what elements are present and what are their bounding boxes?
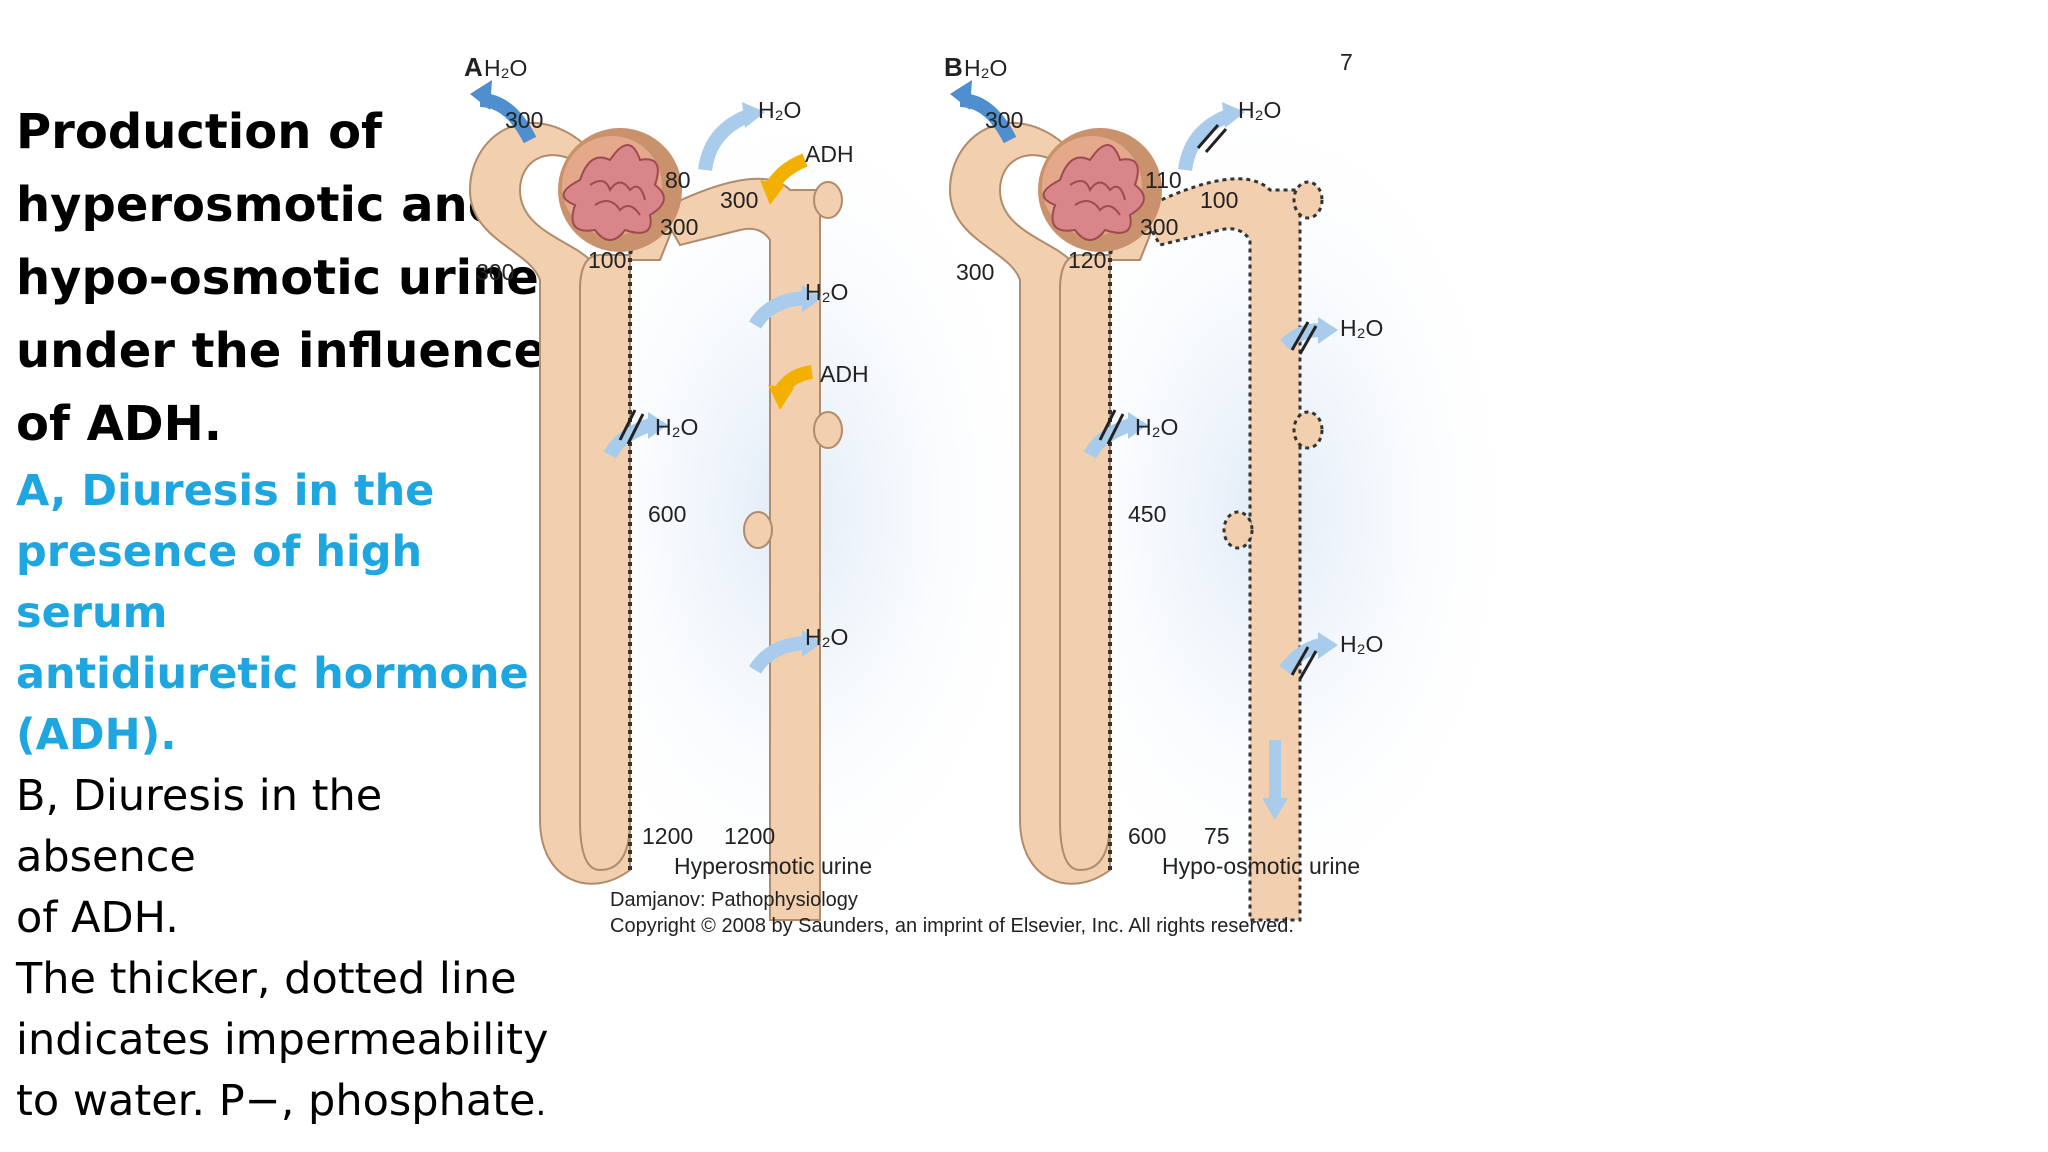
caption-line: indicates impermeability <box>16 1015 549 1065</box>
osmolality-value: 1200 <box>642 823 693 849</box>
adh-arrow-head <box>760 180 785 205</box>
caption-line: The thicker, dotted line <box>16 954 517 1004</box>
collecting-duct-branch <box>1222 510 1254 550</box>
caption-line: A, Diuresis in the <box>16 466 435 516</box>
title-line: of ADH. <box>16 396 222 452</box>
caption-line: antidiuretic hormone <box>16 649 529 699</box>
water-arrow <box>748 291 806 329</box>
panel-letter: A <box>464 52 483 82</box>
caption-line: (ADH). <box>16 710 177 760</box>
water-label: H₂O <box>1340 315 1383 341</box>
collecting-duct-branch <box>813 411 843 449</box>
block-marks <box>1290 646 1318 680</box>
collecting-duct-branch <box>1292 410 1324 450</box>
water-arrow <box>698 108 753 172</box>
blocked-water-arrow <box>1279 638 1322 675</box>
caption-note: The thicker, dotted line indicates imper… <box>16 949 556 1135</box>
osmolality-value: 300 <box>505 107 543 133</box>
collecting-duct-branch <box>813 181 843 219</box>
title-line: hyperosmotic and <box>16 177 503 233</box>
caption-line: to water. P−, phosphate. <box>16 1071 556 1135</box>
osmolality-value: 75 <box>1204 823 1230 849</box>
water-arrow-head <box>1318 632 1338 659</box>
distal-tubule <box>1137 177 1302 922</box>
title-line: under the influence <box>16 323 547 379</box>
blocked-water-arrow <box>603 418 653 459</box>
panel-b: B H₂O H₂O H₂O H₂O H₂O 300 <box>944 49 1530 940</box>
water-label: H₂O <box>964 55 1007 81</box>
water-arrow <box>748 636 806 674</box>
caption-part-b: B, Diuresis in the absence of ADH. <box>16 766 556 949</box>
osmolality-value: 300 <box>720 187 758 213</box>
adh-label: ADH <box>805 141 854 167</box>
adh-label: ADH <box>820 361 869 387</box>
adh-arrow-head <box>768 385 794 410</box>
caption-line: presence of high serum <box>16 527 423 638</box>
osmolality-value: 300 <box>660 214 698 240</box>
osmolality-value: 600 <box>648 501 686 527</box>
water-label: H₂O <box>1340 631 1383 657</box>
urine-label: Hypo-osmotic urine <box>1162 853 1360 879</box>
water-arrow-head <box>648 412 668 439</box>
osmolality-value: 300 <box>985 107 1023 133</box>
caption-line: B, Diuresis in the absence <box>16 771 383 882</box>
water-label: H₂O <box>655 414 698 440</box>
block-marks <box>1098 409 1125 445</box>
water-arrow-head <box>802 630 822 657</box>
osmolality-value: 100 <box>1200 187 1238 213</box>
osmolality-value: 1200 <box>724 823 775 849</box>
note-period: . <box>535 1084 547 1124</box>
ascending-limb <box>1059 254 1111 872</box>
block-marks <box>1290 321 1318 355</box>
water-arrow-head <box>1318 317 1338 344</box>
osmolality-value: 600 <box>1128 823 1166 849</box>
water-arrow-head <box>742 102 765 128</box>
water-label: H₂O <box>1238 97 1281 123</box>
osmolality-value: 450 <box>1128 501 1166 527</box>
figure-copyright: Copyright © 2008 by Saunders, an imprint… <box>610 915 1294 937</box>
collecting-duct-branch <box>1292 180 1324 220</box>
nephron-diagram: A H₂O H₂O ADH H₂O <box>464 49 1530 940</box>
osmolality-value: 100 <box>588 247 626 273</box>
water-label: H₂O <box>1135 414 1178 440</box>
osmolality-value: 300 <box>476 259 514 285</box>
caption-part-a: A, Diuresis in the presence of high seru… <box>16 461 556 766</box>
blocked-water-arrow <box>1178 108 1233 172</box>
stray-mark: 7 <box>1340 49 1353 75</box>
osmolality-value: 300 <box>1140 214 1178 240</box>
title-line: hypo-osmotic urine <box>16 250 539 306</box>
title-line: Production of <box>16 104 382 160</box>
water-label: H₂O <box>758 97 801 123</box>
note-text: to water. P−, phosphate <box>16 1076 536 1126</box>
osmolality-value: 300 <box>956 259 994 285</box>
urine-flow-arrow-head <box>1262 798 1288 820</box>
panel-letter: B <box>944 52 963 82</box>
water-label: H₂O <box>805 279 848 305</box>
block-marks <box>618 409 645 445</box>
figure-source: Damjanov: Pathophysiology <box>610 889 858 911</box>
slide-title: Production of hyperosmotic and hypo-osmo… <box>16 96 556 461</box>
urine-label: Hyperosmotic urine <box>674 853 872 879</box>
ascending-limb <box>579 254 631 872</box>
water-arrow-head <box>802 285 822 312</box>
water-arrow-head <box>470 80 492 110</box>
blocked-water-arrow <box>1083 418 1133 459</box>
osmolality-value: 110 <box>1145 167 1182 193</box>
distal-tubule <box>658 177 821 921</box>
caption-line: of ADH. <box>16 893 179 943</box>
collecting-duct-branch <box>743 511 773 549</box>
water-arrow-head <box>1222 102 1245 128</box>
slide-text: Production of hyperosmotic and hypo-osmo… <box>16 96 556 1135</box>
water-label: H₂O <box>484 55 527 81</box>
water-label: H₂O <box>805 624 848 650</box>
water-arrow-head <box>950 80 972 110</box>
osmolality-value: 120 <box>1068 247 1106 273</box>
panel-a: A H₂O H₂O ADH H₂O <box>464 52 1050 940</box>
osmolality-value: 80 <box>665 167 691 193</box>
block-marks <box>1196 124 1228 153</box>
water-arrow-head <box>1128 412 1148 439</box>
